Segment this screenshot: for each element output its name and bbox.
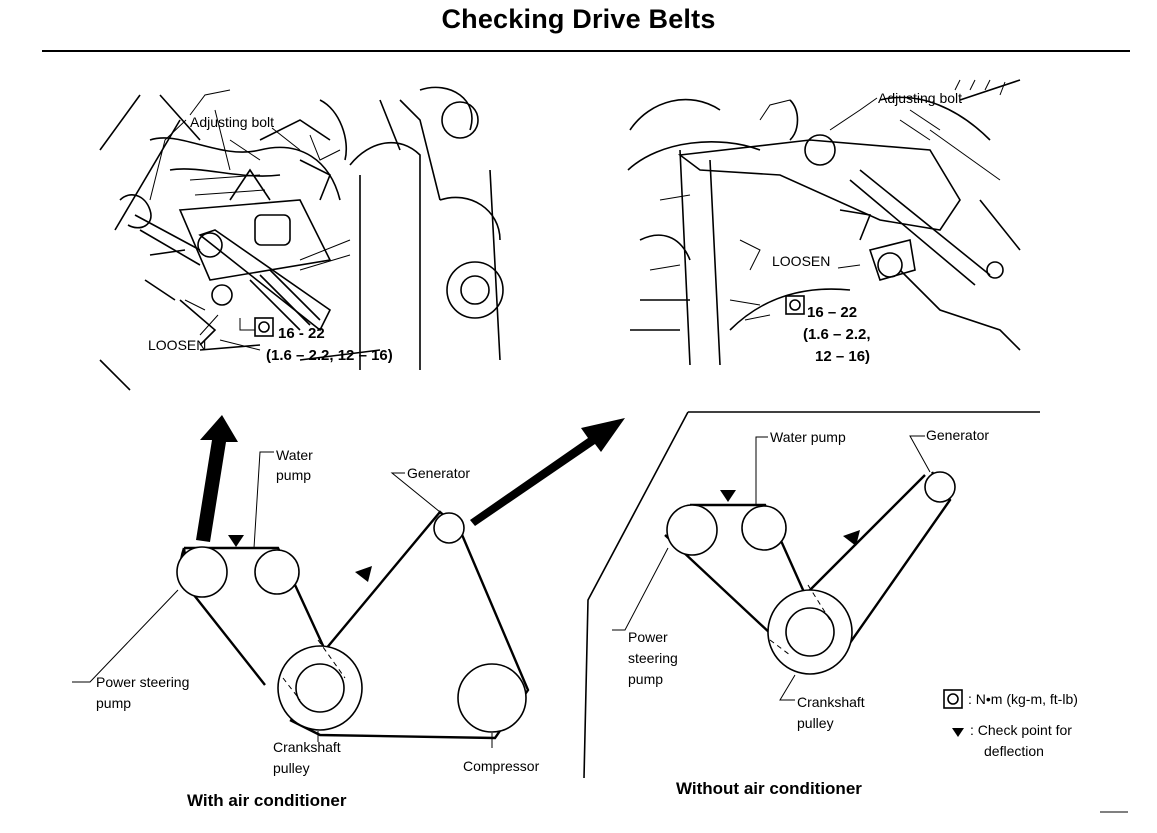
check-point-marker-icon [843, 530, 860, 546]
legend-check-point-2: deflection [984, 743, 1044, 759]
torque-wrench-icon [943, 689, 963, 709]
with-ac-belt-diagram [72, 415, 625, 748]
photo-right-torque-conversion-2: 12 – 16) [815, 348, 870, 365]
check-point-marker-icon [355, 566, 372, 582]
with-ac-caption: With air conditioner [187, 791, 347, 810]
photo-left-torque-value: 16 - 22 [278, 325, 325, 342]
legend-torque-units: : N•m (kg-m, ft-lb) [968, 691, 1078, 707]
with-ac-crankshaft-label-1: Crankshaft [273, 739, 341, 755]
with-ac-power-steering-pulley [176, 546, 228, 598]
photo-left-adjusting-bolt-label: Adjusting bolt [190, 114, 274, 130]
without-ac-power-steering-pulley [666, 504, 718, 556]
with-ac-water-pump-label-2: pump [276, 467, 311, 483]
photo-left-torque-conversion: (1.6 – 2.2, 12 – 16) [266, 347, 393, 364]
photo-right-torque-conversion-1: (1.6 – 2.2, [803, 326, 871, 343]
with-ac-power-steering-label-1: Power steering [96, 674, 189, 690]
check-point-marker-icon [952, 728, 964, 737]
without-ac-belt [664, 471, 952, 661]
legend [943, 689, 1128, 813]
page-title: Checking Drive Belts [441, 4, 716, 34]
torque-wrench-icon [254, 317, 274, 337]
photo-right-torque-value: 16 – 22 [807, 304, 857, 321]
without-ac-power-steering-label-3: pump [628, 671, 663, 687]
check-point-marker-icon [228, 535, 244, 547]
without-ac-crankshaft-label-2: pulley [797, 715, 834, 731]
without-ac-caption: Without air conditioner [676, 779, 862, 798]
check-point-marker-icon [720, 490, 736, 502]
photo-right-illustration [627, 79, 1021, 366]
without-ac-water-pump-pulley [741, 505, 787, 551]
arrow-to-right-photo-icon [470, 418, 625, 526]
section-divider [583, 411, 1040, 779]
without-ac-crankshaft-pulley-inner [785, 607, 835, 657]
photo-right-adjusting-bolt-label: Adjusting bolt [878, 90, 962, 106]
photo-left-illustration [99, 86, 504, 391]
without-ac-belt-diagram [612, 435, 956, 701]
without-ac-water-pump-label: Water pump [770, 429, 846, 445]
without-ac-power-steering-label-2: steering [628, 650, 678, 666]
with-ac-compressor-label: Compressor [463, 758, 540, 774]
with-ac-compressor-pulley [457, 663, 527, 733]
with-ac-crankshaft-pulley-inner [295, 663, 345, 713]
legend-check-point-1: : Check point for [970, 722, 1072, 738]
without-ac-generator-pulley [924, 471, 956, 503]
torque-wrench-icon [785, 295, 805, 315]
without-ac-crankshaft-label-1: Crankshaft [797, 694, 865, 710]
arrow-to-left-photo-icon [196, 415, 238, 542]
with-ac-water-pump-pulley [254, 549, 300, 595]
with-ac-generator-pulley [433, 512, 465, 544]
photo-right-loosen-label: LOOSEN [772, 253, 830, 269]
without-ac-power-steering-label-1: Power [628, 629, 668, 645]
with-ac-water-pump-label-1: Water [276, 447, 313, 463]
with-ac-generator-label: Generator [407, 465, 470, 481]
title-rule [42, 50, 1130, 52]
with-ac-crankshaft-label-2: pulley [273, 760, 310, 776]
photo-left-loosen-label: LOOSEN [148, 337, 206, 353]
with-ac-power-steering-label-2: pump [96, 695, 131, 711]
without-ac-generator-label: Generator [926, 427, 989, 443]
